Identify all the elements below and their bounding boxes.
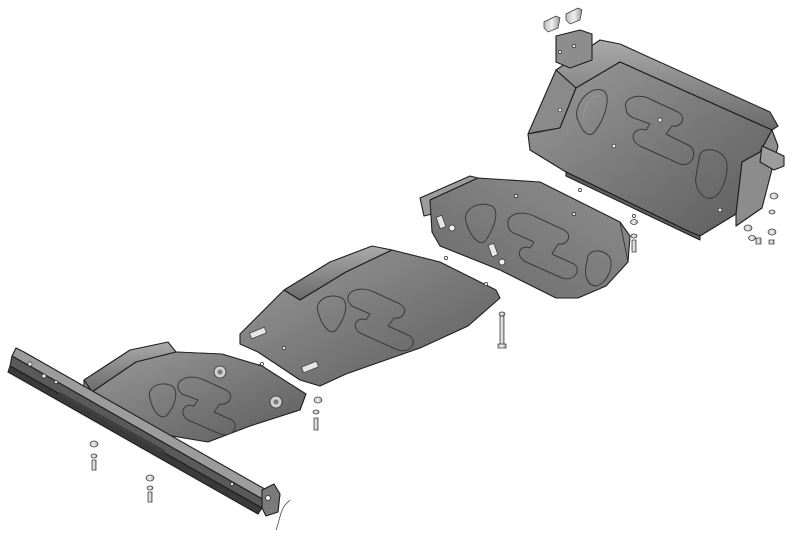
front-plate-rib-center [177,376,236,436]
transmission-plate-hole [632,214,636,218]
transmission-skid-plate [419,175,636,299]
bolt [147,491,153,503]
retaining-clip [275,499,291,531]
crossmember-hole [27,361,33,367]
washer [498,311,506,317]
transmission-plate-stud [448,224,456,232]
transmission-plate-rib-right [585,250,612,287]
transmission-plate-slot [435,214,447,230]
transmission-plate-hole [514,194,518,198]
transfer-plate-hole [557,107,563,113]
crossmember-flange [58,391,165,454]
bolt-head [755,237,762,245]
washer [89,440,99,448]
nut [768,239,775,245]
engine-plate-fold [391,249,497,291]
bolt [499,315,505,347]
nut [146,485,154,491]
transmission-plate-hole [578,188,582,192]
front-crossmember-bar [7,347,281,517]
transfer-plate-rib-left [576,89,608,135]
bolt [313,417,319,431]
bolt-head [497,343,507,349]
top-bracket-right [565,7,583,25]
washer [145,474,155,482]
nut [748,235,756,241]
washer [769,192,779,200]
bolt-set-transmission [630,219,638,253]
top-bracket-hole [572,44,576,48]
top-brackets [543,7,593,69]
top-bracket-plate [555,29,593,69]
bolt [631,239,637,253]
crossmember-end-plate [261,483,281,517]
transmission-plate-rib-center [507,212,578,280]
engine-plate-rib-center [347,288,414,352]
crossmember-hole [265,495,271,501]
transfer-plate-hole [657,117,663,123]
transfer-plate-lower-rail [565,171,701,241]
top-bracket-left [543,15,561,33]
transfer-case-skid-plate [527,39,785,241]
transfer-plate-rib-center [624,95,695,166]
front-plate-rib-left [148,383,177,418]
bolt-set-engine [497,311,507,349]
transmission-plate-stud [498,258,506,266]
crossmember-hole [41,373,47,379]
transfer-plate-hole [717,207,723,213]
nut [630,233,638,239]
transmission-plate-hole [572,212,576,216]
front-plate-hole [260,362,264,366]
transfer-plate-rib-highlight [583,95,601,119]
front-plate-boss-center [217,369,223,375]
bolt-set-front-center [145,474,155,503]
nut [768,209,776,215]
transmission-plate-slot [487,242,499,258]
crossmember-hole [230,482,234,486]
engine-plate-hole [484,282,488,286]
bolt-set-front-right [312,396,323,431]
washer [630,219,638,225]
transfer-plate-hole [611,143,617,149]
engine-plate-hole [282,346,286,350]
nut [90,453,98,459]
washer [767,228,777,236]
transmission-plate-rib-left [464,203,497,244]
engine-plate-rib-left [316,295,347,333]
engine-plate-slot [249,326,267,340]
bolt [91,459,97,471]
transfer-plate-side-bracket [759,145,785,171]
engine-skid-plate [239,245,501,387]
front-plate-fold [175,351,307,395]
engine-plate-hole [444,256,448,260]
washer [743,224,753,232]
transmission-plate-rear-edge [539,181,629,263]
front-plate-boss-center [273,399,279,405]
crossmember-hole [54,380,58,384]
engine-plate-slot [301,360,319,374]
nut [312,409,320,415]
engine-plate-floor [239,249,501,387]
bolt-set-transfer-case [743,192,779,245]
transfer-plate-rib-right [695,149,728,199]
top-bracket-hole [558,50,562,54]
bolt-set-front-left [89,440,99,471]
crossmember-bottom-face [7,365,263,515]
washer [313,396,323,404]
